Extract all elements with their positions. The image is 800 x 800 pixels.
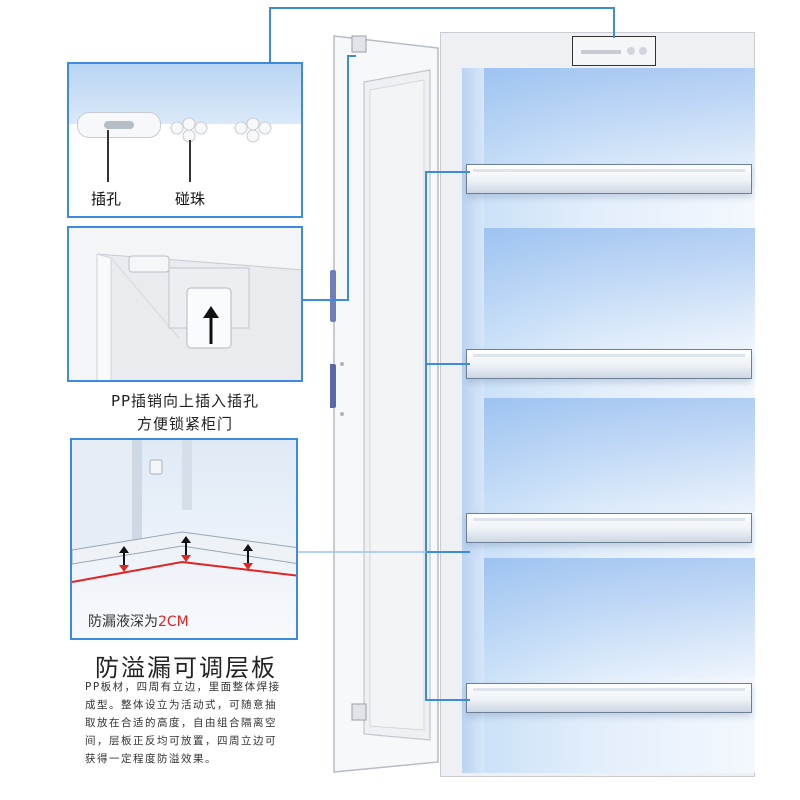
callout-leak-depth — [70, 438, 298, 640]
cabinet-inner-wall — [462, 68, 484, 773]
leak-depth-value: 2CM — [158, 614, 189, 630]
hole-label: 插孔 — [91, 190, 122, 208]
cabinet-door — [330, 34, 442, 774]
description-line: 间，层板正反均可放置，四周立边可 — [85, 735, 277, 747]
leak-depth-prefix: 防漏液深为 — [88, 614, 158, 630]
callout-latch-detail: 插孔 碰珠 — [67, 62, 303, 218]
double-arrow-icon — [243, 544, 253, 570]
callout-pin-detail — [67, 226, 303, 382]
shelf-3 — [466, 513, 752, 543]
description-line: PP板材，四周有立边，里面整体焊接 — [85, 681, 281, 693]
top-latch-highlight — [572, 36, 656, 66]
description-line: 取放在合适的高度，自由组合隔离空 — [85, 717, 277, 729]
leak-depth-text: 防漏液深为2CM — [88, 611, 189, 631]
bead-label: 碰珠 — [175, 190, 206, 208]
description-line: 成型。整体设立为活动式，可随意抽 — [85, 699, 277, 711]
shelf-4 — [466, 683, 752, 713]
bead-clips — [170, 117, 272, 143]
up-arrow-icon — [203, 306, 219, 344]
description-line: 获得一定程度防溢效果。 — [85, 753, 217, 765]
pin-caption-line2: 方便锁紧柜门 — [136, 415, 233, 433]
double-arrow-icon — [119, 546, 129, 572]
pin-caption-line1: PP插销向上插入插孔 — [110, 392, 260, 410]
shelf-2 — [466, 349, 752, 379]
feature-description: PP板材，四周有立边，里面整体焊接 成型。整体设立为活动式，可随意抽 取放在合适… — [85, 678, 295, 768]
shelf-1 — [466, 164, 752, 194]
double-arrow-icon — [181, 536, 191, 562]
hole-plate — [77, 112, 161, 138]
feature-title: 防溢漏可调层板 — [95, 654, 277, 682]
